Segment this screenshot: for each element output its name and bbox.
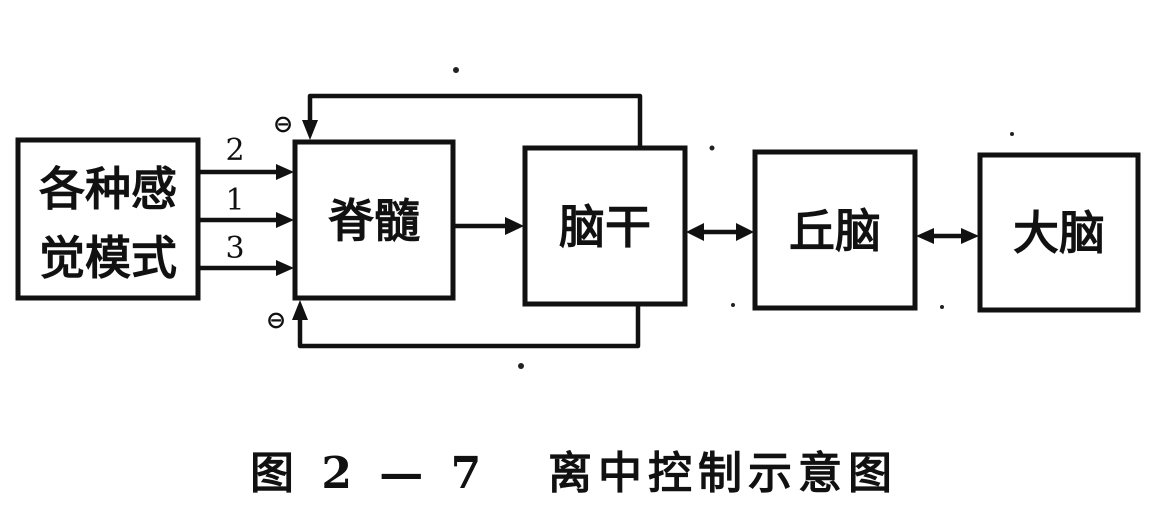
arrow-thalamus-cerebrum (916, 228, 979, 244)
input-arrow-3: 3 (195, 231, 294, 276)
sensory-label-line2: 觉模式 (39, 231, 177, 285)
input-arrow-1: 1 (195, 183, 294, 228)
arrow-spinal-to-brainstem (450, 217, 524, 235)
node-thalamus: 丘脑 (752, 149, 918, 311)
sensory-label-line1: 各种感 (39, 162, 177, 216)
feedback-loop-bottom: ⊖ (266, 300, 641, 349)
input-label-1: 1 (225, 183, 244, 218)
scan-specks (453, 67, 1014, 369)
figure-number: 图 2 — 7 (250, 448, 487, 499)
cerebrum-box (977, 152, 1141, 313)
thalamus-label: 丘脑 (789, 204, 881, 258)
sensory-box (15, 137, 201, 301)
inhibition-symbol-bottom: ⊖ (266, 306, 286, 334)
feedback-loop-top: ⊖ (273, 93, 643, 151)
brainstem-label: 脑干 (559, 200, 651, 254)
arrow-brainstem-thalamus (686, 223, 754, 241)
spinal-cord-box (292, 139, 456, 301)
input-label-2: 2 (225, 133, 244, 168)
inhibition-symbol-top: ⊖ (273, 110, 293, 138)
input-arrow-2: 2 (195, 133, 294, 180)
node-spinal-cord: 脊髓 (292, 139, 456, 301)
cerebrum-label: 大脑 (1013, 206, 1105, 260)
figure-caption: 图 2 — 7 离中控制示意图 (250, 448, 898, 499)
figure-title: 离中控制示意图 (548, 448, 898, 499)
node-cerebrum: 大脑 (977, 152, 1141, 313)
input-label-3: 3 (225, 231, 244, 266)
spinal-cord-label: 脊髓 (328, 194, 420, 248)
thalamus-box (752, 149, 918, 311)
node-brainstem: 脑干 (522, 145, 688, 307)
node-sensory-modalities: 各种感 觉模式 (15, 137, 201, 301)
brainstem-box (522, 145, 688, 307)
